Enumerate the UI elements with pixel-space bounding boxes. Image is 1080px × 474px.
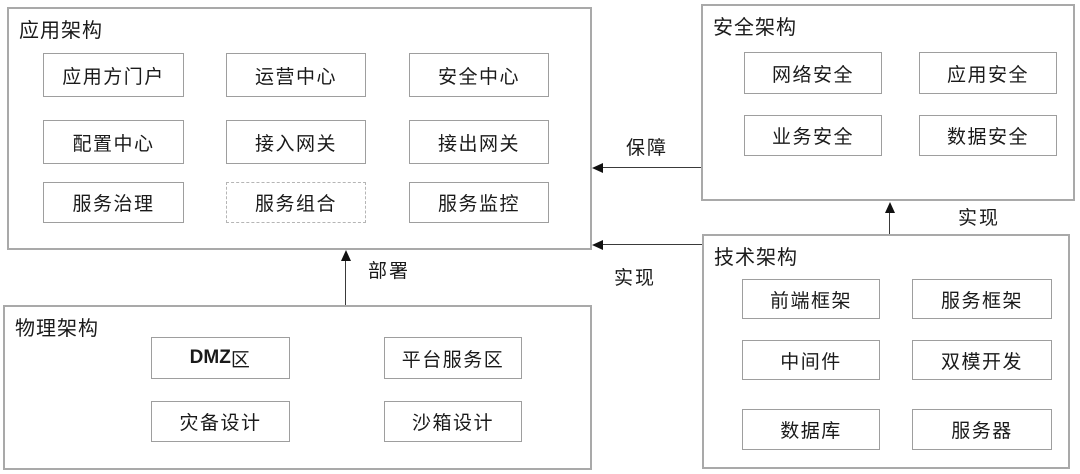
arrow-safeguard-line (600, 167, 701, 168)
arrow-deploy-line (345, 259, 346, 305)
box-config-center: 配置中心 (43, 120, 184, 164)
box-app-portal: 应用方门户 (43, 53, 184, 97)
arrow-implement-up-line (889, 211, 890, 234)
panel-title-technology-architecture: 技术架构 (714, 247, 798, 269)
box-sandbox-design: 沙箱设计 (384, 401, 522, 442)
panel-application-architecture: 应用架构 应用方门户 运营中心 安全中心 配置中心 接入网关 接出网关 服务治理… (7, 7, 592, 250)
box-bimodal-development: 双模开发 (912, 340, 1052, 380)
box-service-governance: 服务治理 (43, 182, 184, 223)
dmz-label-chinese: 区 (230, 349, 252, 371)
box-outbound-gateway: 接出网关 (409, 120, 549, 164)
arrow-deploy-head (341, 250, 351, 261)
box-service-composition: 服务组合 (226, 182, 366, 223)
arrow-deploy-label: 部署 (368, 261, 411, 282)
arrow-implement-left-head (592, 240, 603, 250)
panel-title-physical-architecture: 物理架构 (15, 318, 99, 340)
arrow-implement-left-line (600, 244, 702, 245)
panel-security-architecture: 安全架构 网络安全 应用安全 业务安全 数据安全 (701, 4, 1075, 201)
arrow-implement-left-label: 实现 (614, 268, 657, 289)
box-platform-service-zone: 平台服务区 (384, 337, 522, 379)
box-data-security: 数据安全 (919, 115, 1057, 156)
box-disaster-recovery-design: 灾备设计 (151, 401, 290, 442)
box-frontend-framework: 前端框架 (742, 279, 880, 319)
panel-technology-architecture: 技术架构 前端框架 服务框架 中间件 双模开发 数据库 服务器 (702, 234, 1070, 469)
box-security-center: 安全中心 (409, 53, 549, 97)
box-server: 服务器 (912, 409, 1052, 450)
box-inbound-gateway: 接入网关 (226, 120, 366, 164)
box-business-security: 业务安全 (744, 115, 882, 156)
arrow-safeguard-label: 保障 (626, 138, 669, 159)
panel-title-security-architecture: 安全架构 (713, 17, 797, 39)
arrow-implement-up-head (885, 202, 895, 213)
box-operations-center: 运营中心 (226, 53, 366, 97)
arrow-safeguard-head (592, 163, 603, 173)
box-service-monitoring: 服务监控 (409, 182, 549, 223)
box-database: 数据库 (742, 409, 880, 450)
box-service-framework: 服务框架 (912, 279, 1052, 319)
dmz-label-latin: DMZ (189, 347, 231, 368)
box-middleware: 中间件 (742, 340, 880, 380)
box-network-security: 网络安全 (744, 52, 882, 94)
panel-title-application-architecture: 应用架构 (19, 20, 103, 42)
arrow-implement-up-label: 实现 (958, 208, 1001, 229)
box-application-security: 应用安全 (919, 52, 1057, 94)
